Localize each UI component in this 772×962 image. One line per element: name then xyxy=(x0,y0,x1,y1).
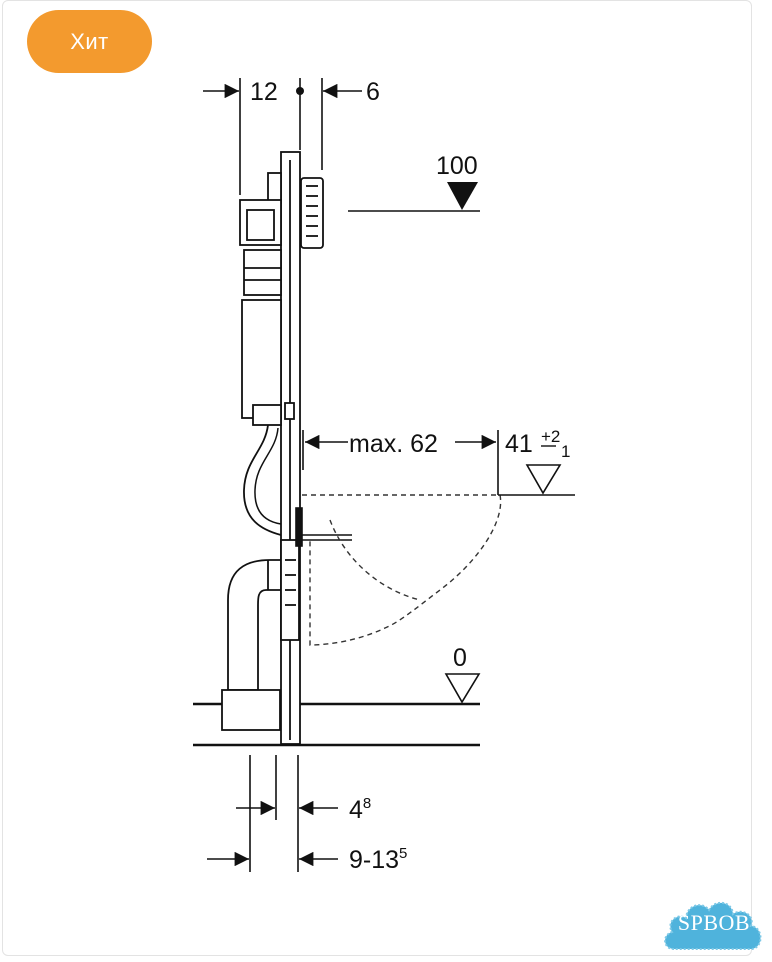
level-marker-floor xyxy=(444,673,481,704)
flush-pipe-inner xyxy=(254,427,282,525)
dim-seat-tol-minus: 1 xyxy=(561,442,570,461)
cloud-icon xyxy=(664,902,762,950)
toilet-bowl-inner xyxy=(329,519,421,601)
drain-elbow xyxy=(221,539,300,731)
hit-badge: Хит xyxy=(27,10,152,73)
dim-flush-height: 100 xyxy=(436,152,478,180)
spbob-watermark: SPBOB xyxy=(660,891,768,957)
mounting-bolt xyxy=(295,507,352,547)
dim-bottom-2: 9-135 xyxy=(349,845,407,874)
top-dimension-lines xyxy=(203,78,362,195)
watermark-text: SPBOB xyxy=(677,910,751,935)
dim-seat-tol-plus: +2 xyxy=(541,427,560,446)
level-marker-filled xyxy=(447,182,478,210)
axis-dot xyxy=(296,87,304,95)
dim-bottom-1: 48 xyxy=(349,795,371,824)
floor-lines xyxy=(193,702,480,747)
dim-top-right: 6 xyxy=(366,78,380,106)
dim-max-depth: max. 62 xyxy=(349,430,438,458)
flush-pipe xyxy=(243,424,282,536)
depth-dimension xyxy=(302,430,499,495)
level-marker-seat xyxy=(525,464,562,495)
dim-top-left: 12 xyxy=(250,78,278,106)
bottom-dimension-lines xyxy=(207,755,338,872)
dim-floor-level: 0 xyxy=(453,644,467,672)
dim-seat-height: 41 xyxy=(505,430,533,458)
image-frame xyxy=(2,0,752,956)
toilet-bowl-outline xyxy=(302,494,502,646)
